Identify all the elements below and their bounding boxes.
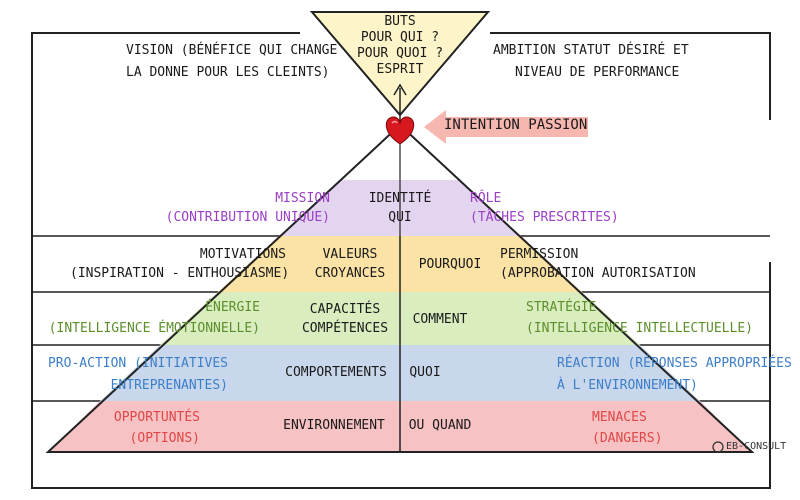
intention-label: INTENTION PASSION	[444, 117, 588, 133]
intention-arrow	[424, 110, 588, 144]
valeurs-line-2: CROYANCES	[314, 266, 386, 281]
quoi-cell: QUOI	[409, 365, 441, 380]
mission-label: MISSION	[275, 191, 330, 206]
mission-sub: (CONTRIBUTION UNIQUE)	[165, 210, 330, 225]
funnel-line-1: BUTS	[384, 14, 416, 29]
comment-cell: COMMENT	[412, 312, 468, 327]
proaction-label: PRO-ACTION (INITIATIVES	[47, 356, 228, 371]
strategie-label: STRATÉGIE	[526, 300, 597, 315]
menaces-sub: (DANGERS)	[592, 431, 663, 446]
funnel-line-4: ESPRIT	[376, 62, 424, 77]
motivations-sub: (INSPIRATION - ENTHOUSIASME)	[70, 266, 290, 281]
heart-icon	[385, 116, 415, 145]
vision-line-2: LA DONNE POUR LES CLEINTS)	[126, 65, 330, 80]
funnel-shape	[309, 11, 491, 117]
reaction-label: RÉACTION (RÉPONSES APPROPRIÉES	[557, 356, 792, 371]
opportunites-sub: (OPTIONS)	[129, 431, 200, 446]
environnement-cell: ENVIRONNEMENT	[283, 418, 385, 433]
valeurs-line-1: VALEURS	[322, 247, 378, 262]
comportements-cell: COMPORTEMENTS	[285, 365, 387, 380]
reaction-sub: À L'ENVIRONNEMENT)	[557, 378, 698, 393]
strategie-sub: (INTELLIGENCE INTELLECTUELLE)	[526, 321, 753, 336]
credit-label: EB-CONSULT	[726, 441, 787, 452]
opportunites-label: OPPORTUNTÉS	[113, 410, 200, 425]
vision-line-1: VISION (BÉNÉFICE QUI CHANGE	[126, 43, 338, 58]
ou-quand-cell: OU QUAND	[408, 418, 472, 433]
funnel-line-3: POUR QUOI ?	[356, 46, 444, 61]
arrow-head	[393, 83, 407, 96]
pourquoi-cell: POURQUOI	[418, 257, 482, 272]
proaction-sub: ENTREPRENANTES)	[110, 378, 228, 393]
frame-left	[31, 32, 771, 489]
permission-sub: (APPROBATION AUTORISATION	[500, 266, 696, 281]
ambition-line-2: NIVEAU DE PERFORMANCE	[515, 65, 680, 80]
heart-highlight	[391, 120, 398, 124]
capacites-line-2: COMPÉTENCES	[301, 321, 389, 336]
credit-icon	[712, 441, 724, 453]
energie-label: ÉNERGIE	[205, 300, 260, 315]
energie-sub: (INTELLIGENCE ÉMOTIONNELLE)	[48, 321, 260, 336]
identite-line-2: QUI	[388, 210, 412, 225]
capacites-line-1: CAPACITÉS	[309, 302, 381, 317]
funnel-line-2: POUR QUI ?	[360, 30, 440, 45]
permission-label: PERMISSION	[500, 247, 579, 262]
identite-line-1: IDENTITÉ	[368, 191, 432, 206]
role-label: RÔLE	[470, 191, 502, 206]
frame-right-top	[490, 32, 771, 120]
motivations-label: MOTIVATIONS	[199, 247, 286, 262]
ambition-line-1: AMBITION STATUT DÉSIRÉ ET	[493, 43, 689, 58]
role-sub: (TÂCHES PRESCRITES)	[470, 210, 619, 225]
menaces-label: MENACES	[592, 410, 647, 425]
